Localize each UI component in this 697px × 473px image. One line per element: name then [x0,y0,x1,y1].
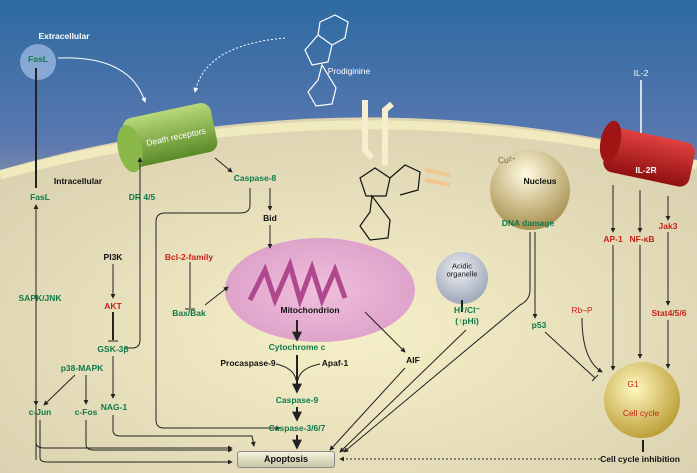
node-rb-p: Rb–P [571,304,593,315]
node-fasl-ext: FasL [28,53,48,64]
node-caspase367: Caspase-3/6/7 [268,422,326,433]
node-cell-cycle: Cell cycle [622,407,660,418]
node-nfkb: NF-κB [629,233,655,244]
node-jak3: Jak3 [658,220,678,231]
node-c-jun: c-Jun [28,406,52,417]
node-bcl2-family: Bcl-2-family [164,251,214,262]
node-akt: AKT [104,300,122,311]
node-dna-damage: DNA damage [501,217,555,228]
node-bid: Bid [263,212,277,223]
intracellular-label: Intracellular [53,175,103,186]
node-phi: (↑pHi) [455,315,479,326]
node-cu: Cu²⁺ [497,154,517,165]
node-aif: AIF [406,354,420,365]
node-procaspase9: Procaspase-9 [220,357,276,368]
node-acidic-organelle: Acidic organelle [446,261,478,278]
node-pi3k: PI3K [103,251,123,262]
node-fasl-int: FasL [30,191,50,202]
node-cytochrome-c: Cytochrome c [268,341,326,352]
node-c-fos: c-Fos [74,406,98,417]
il2r-cylinder [599,120,695,187]
node-sapk-jnk: SAPK/JNK [18,292,62,303]
node-nag1: NAG-1 [100,401,128,412]
death-receptor-cylinder [117,103,218,173]
node-gsk3b: GSK-3β [97,343,129,354]
node-caspase8: Caspase-8 [233,172,277,183]
node-dr45: DR 4/5 [128,191,156,202]
node-stat456: Stat4/5/6 [651,307,687,318]
prodiginine-label: Prodiginine [327,65,371,76]
node-mitochondrion: Mitochondrion [280,304,340,315]
node-g1: G1 [627,378,639,389]
prodiginine-structure-int [359,164,421,241]
node-ap1: AP-1 [603,233,623,244]
node-p38-mapk: p38-MAPK [60,362,104,373]
node-h-cl: H⁺/Cl⁻ [454,304,480,315]
extracellular-label: Extracellular [38,30,90,41]
node-p53: p53 [531,319,547,330]
apoptosis-box: Apoptosis [237,451,335,468]
node-apaf1: Apaf-1 [321,357,349,368]
il2-label: IL-2 [633,67,649,78]
node-cell-cycle-inhibition: Cell cycle inhibition [600,453,680,464]
il2r-label: IL-2R [635,164,657,175]
node-caspase9: Caspase-9 [275,394,319,405]
node-bax-bak: Bax/Bak [172,307,206,318]
prodiginine-structure-ext [304,14,349,107]
node-nucleus: Nucleus [523,175,557,186]
